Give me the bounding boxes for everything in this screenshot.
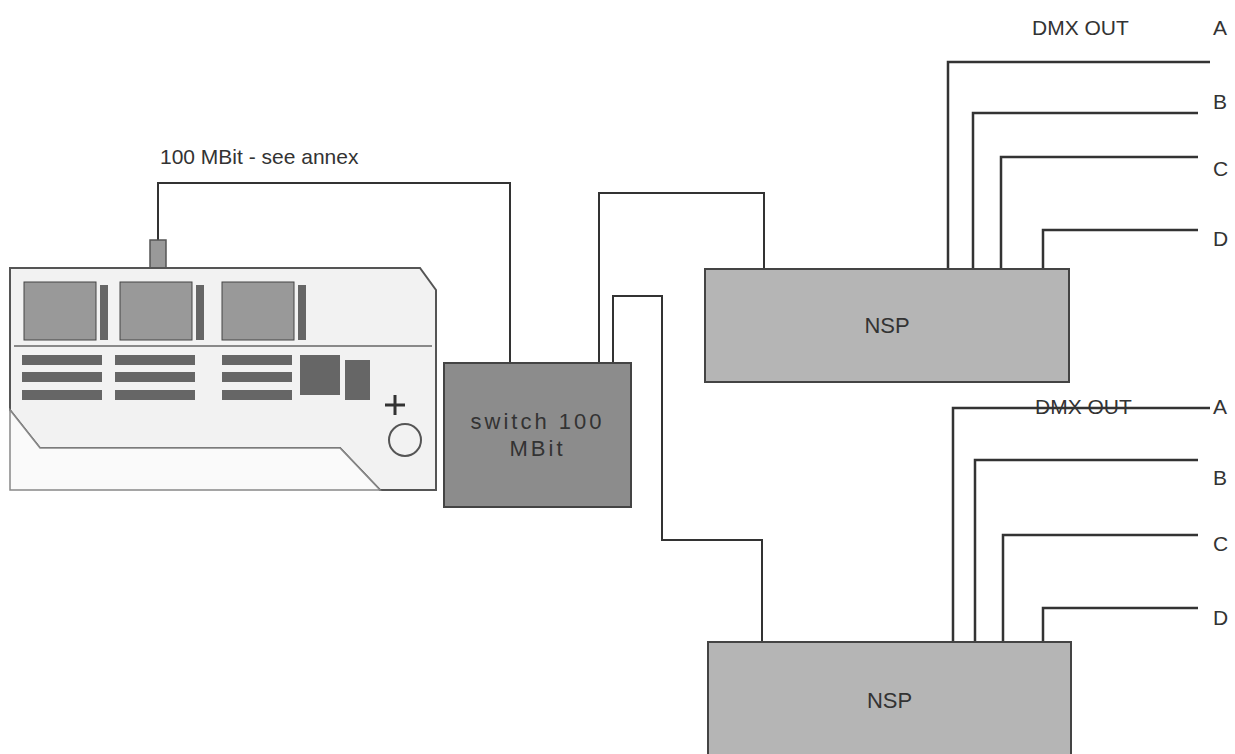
switch-box: switch 100 MBit: [443, 362, 632, 508]
lighting-console: [10, 240, 436, 490]
port-name: D: [1213, 227, 1228, 251]
port-name: D: [1213, 606, 1228, 630]
port-name: C: [1213, 157, 1228, 181]
port-name: A: [1213, 16, 1227, 40]
port-group-label: DMX OUT: [1035, 395, 1132, 419]
nsp-box: NSP: [704, 268, 1070, 383]
box-label: NSP: [864, 312, 909, 340]
box-label: NSP: [867, 687, 912, 715]
port-name: A: [1213, 395, 1227, 419]
link-label: 100 MBit - see annex: [160, 145, 358, 169]
nsp-box: NSP: [707, 641, 1072, 754]
port-group-label: DMX OUT: [1032, 16, 1129, 40]
port-name: B: [1213, 90, 1227, 114]
port-name: B: [1213, 466, 1227, 490]
box-label: switch 100 MBit: [463, 408, 613, 463]
port-name: C: [1213, 532, 1228, 556]
